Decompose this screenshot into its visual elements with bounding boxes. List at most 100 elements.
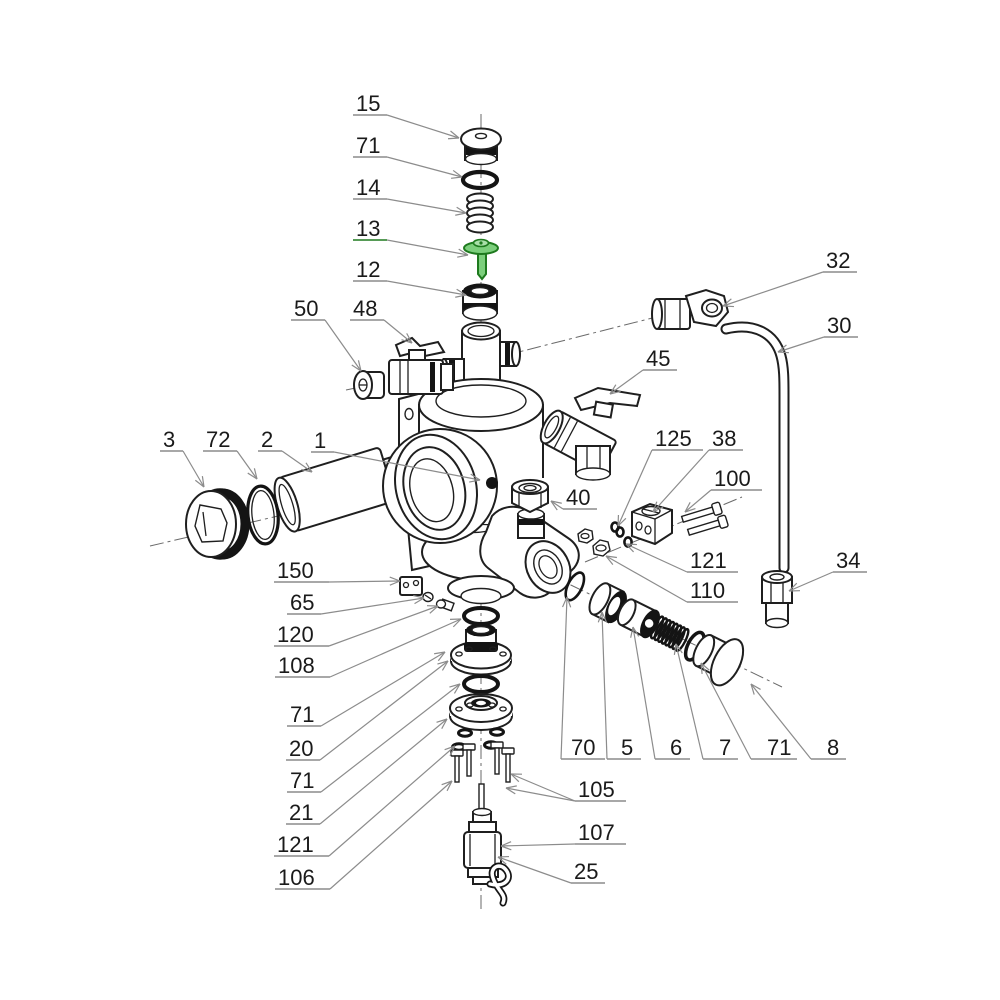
leader-line [777, 336, 825, 353]
leader-arrowhead [652, 501, 658, 513]
leader-arrowhead [452, 169, 463, 178]
leader-line [319, 718, 448, 825]
leader-arrowhead [673, 643, 677, 655]
leader-line [328, 580, 401, 583]
part-label-13: 13 [356, 216, 380, 241]
leader-arrowhead [722, 305, 735, 308]
part-label-107: 107 [578, 820, 615, 845]
leader-arrowhead [700, 662, 703, 675]
leader-arrowhead [456, 288, 467, 296]
leader-arrowhead [625, 543, 635, 553]
part-label-120: 120 [277, 622, 314, 647]
leader-line [617, 449, 653, 527]
leader-line [510, 773, 576, 802]
leader-line [601, 611, 608, 760]
leader-line [328, 605, 439, 647]
leader-arrowhead [401, 339, 413, 344]
leader-line [700, 662, 752, 760]
leader-line [324, 319, 362, 372]
part-40-nut [511, 478, 549, 539]
leader-line [675, 643, 704, 760]
leader-line [505, 787, 576, 802]
leader-arrowhead [469, 479, 481, 483]
part-label-15: 15 [356, 91, 380, 116]
part-label-14: 14 [356, 175, 380, 200]
leader-arrowhead [305, 462, 313, 473]
part-label-65: 65 [290, 590, 314, 615]
leader-line [625, 543, 688, 573]
part-label-71: 71 [290, 768, 314, 793]
leader-line [550, 500, 564, 510]
leader-line [329, 618, 462, 678]
part-label-34: 34 [836, 548, 860, 573]
part-label-121: 121 [690, 548, 727, 573]
part-32-elbow-fitting [651, 288, 730, 330]
leader-arrowhead [441, 780, 453, 786]
part-107-coil-top [468, 821, 497, 833]
part-label-110: 110 [690, 578, 725, 603]
part-label-21: 21 [289, 800, 313, 825]
leader-line [320, 597, 425, 615]
leader-arrowhead [449, 745, 456, 757]
leader-arrowhead [605, 555, 617, 559]
part-100-screws [680, 501, 729, 537]
part-45-ball-valve [539, 386, 642, 481]
body-inlet-port [382, 428, 498, 544]
part-label-7: 7 [719, 735, 731, 760]
leader-line [652, 449, 710, 513]
leader-arrowhead [414, 597, 425, 605]
part-label-106: 106 [278, 865, 315, 890]
leader-line [632, 626, 656, 760]
part-6-piston [616, 598, 661, 639]
leader-arrowhead [500, 845, 512, 851]
part-13-valve-stem-highlighted [463, 238, 499, 281]
leader-arrowhead [788, 582, 798, 592]
leader-arrowhead [652, 506, 664, 513]
leader-arrowhead [406, 333, 413, 344]
part-label-125: 125 [655, 426, 692, 451]
leader-arrowhead [446, 780, 453, 792]
part-label-71: 71 [290, 702, 314, 727]
part-label-1: 1 [314, 428, 326, 453]
part-label-48: 48 [353, 296, 377, 321]
body-bottom-port [447, 575, 515, 605]
part-105-screws [490, 741, 515, 783]
leader-arrowhead [457, 254, 469, 258]
part-label-121: 121 [277, 832, 314, 857]
leader-arrowhead [441, 718, 448, 729]
part-label-108: 108 [278, 653, 315, 678]
leader-arrowhead [684, 502, 691, 513]
leader-arrowhead [566, 596, 572, 608]
part-label-38: 38 [712, 426, 736, 451]
leader-arrowhead [458, 248, 469, 256]
leader-arrowhead [497, 856, 507, 865]
part-12-bushing [462, 283, 498, 321]
leader-line [609, 369, 644, 395]
part-7-spring [649, 615, 690, 652]
leader-arrowhead [436, 718, 448, 723]
leader-arrowhead [605, 555, 614, 565]
leader-arrowhead [413, 594, 425, 599]
leader-arrowhead [505, 787, 516, 795]
part-71-oring-lower [462, 674, 500, 694]
part-label-32: 32 [826, 248, 850, 273]
leader-arrowhead [301, 468, 313, 473]
leader-arrowhead [389, 576, 401, 582]
leader-line [788, 571, 834, 592]
part-label-71: 71 [356, 133, 380, 158]
part-label-40: 40 [566, 485, 590, 510]
leader-line [497, 856, 572, 884]
leader-arrowhead [625, 543, 638, 546]
leader-arrowhead [441, 660, 449, 671]
leader-line [320, 651, 446, 727]
part-65-screw [422, 591, 434, 603]
part-label-25: 25 [574, 859, 598, 884]
leader-line [281, 450, 313, 473]
part-34-fitting [761, 570, 793, 629]
leader-arrowhead [437, 651, 446, 662]
part-120-screw [435, 598, 455, 612]
leader-arrowhead [194, 479, 205, 488]
part-label-45: 45 [646, 346, 670, 371]
